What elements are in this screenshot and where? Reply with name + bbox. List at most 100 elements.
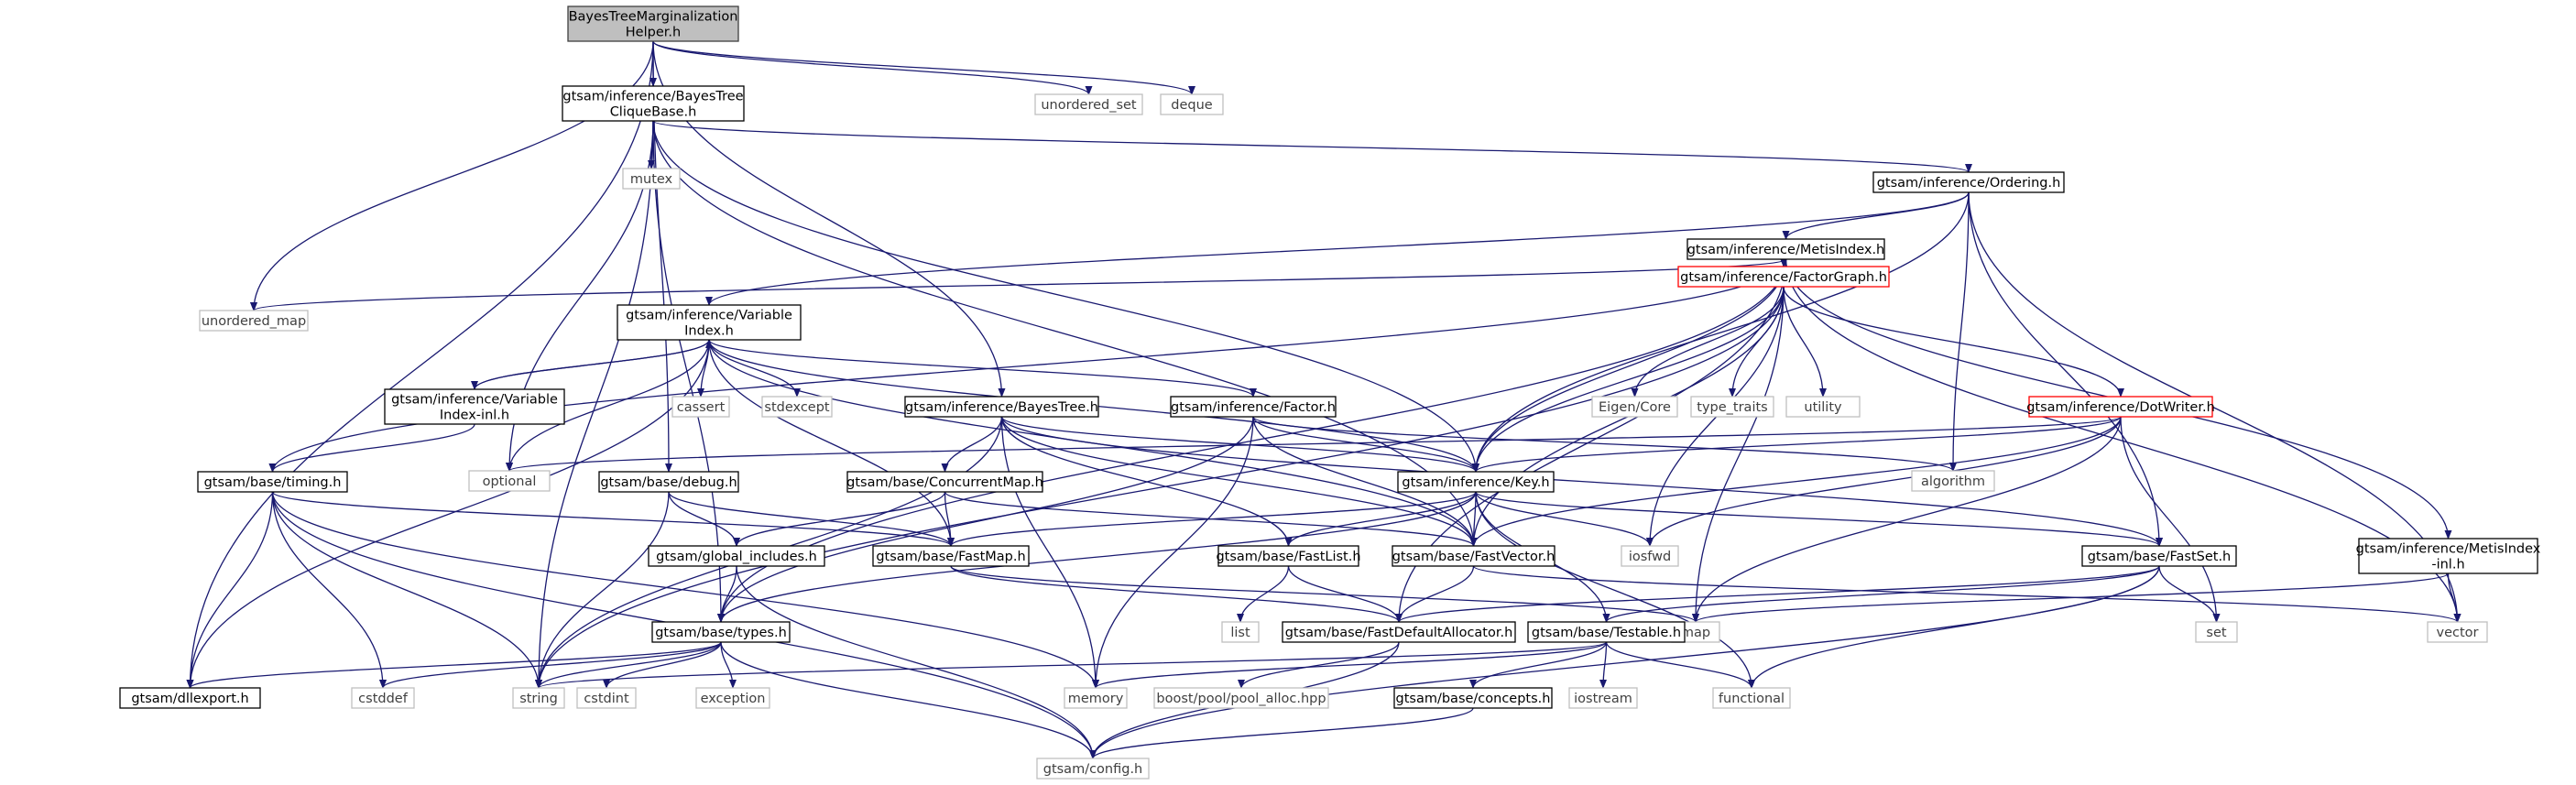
node-label: gtsam/dllexport.h [131, 692, 248, 706]
edge-metis_index-to-vector [1785, 258, 2461, 623]
node-box [1034, 93, 1143, 115]
edge-ordering-to-metis_index [1782, 191, 1970, 240]
edge-testable-to-concepts [1469, 641, 1608, 689]
edge-clique_base-to-key [652, 120, 1479, 473]
node-concurrent_map[interactable]: gtsam/base/ConcurrentMap.h [846, 471, 1043, 493]
node-debug[interactable]: gtsam/base/debug.h [598, 471, 739, 493]
node-concepts[interactable]: gtsam/base/concepts.h [1393, 687, 1553, 709]
edge-factor_graph-to-key [1472, 286, 1785, 473]
node-fast_default_allocator[interactable]: gtsam/base/FastDefaultAllocator.h [1282, 621, 1516, 643]
edge-clique_base-to-fast_vector [652, 120, 1478, 547]
edge-factor-to-types [717, 416, 1254, 623]
node-memory: memory [1064, 687, 1128, 709]
edge-root-to-dllexport [186, 40, 654, 689]
node-box [1397, 471, 1555, 493]
edge-metis_index_inl-to-vector [2447, 572, 2461, 623]
node-box [622, 168, 681, 190]
node-box [1392, 545, 1555, 567]
node-label: Eigen/Core [1599, 400, 1671, 415]
edge-key-to-fast_map [947, 491, 1477, 547]
edge-factor-to-algorithm [1252, 416, 1957, 472]
edge-types-to-exception [720, 641, 737, 689]
node-box [671, 396, 730, 418]
node-label: unordered_set [1041, 98, 1137, 113]
edge-bayes_tree-to-memory [1000, 416, 1099, 689]
node-box [576, 687, 637, 709]
node-factor_graph[interactable]: gtsam/inference/FactorGraph.h [1677, 266, 1890, 288]
node-box [197, 471, 348, 493]
edge-factor-to-key [1252, 416, 1479, 473]
edge-factor_graph-to-utility [1783, 286, 1827, 398]
node-fast_list[interactable]: gtsam/base/FastList.h [1216, 545, 1361, 567]
node-label: CliqueBase.h [610, 105, 697, 120]
edge-testable-to-functional [1605, 641, 1755, 689]
node-label: unordered_map [202, 314, 306, 329]
node-dot_writer[interactable]: gtsam/inference/DotWriter.h [2026, 396, 2215, 418]
edge-fast_vector-to-fast_default_allocator [1395, 565, 1475, 623]
node-label: gtsam/inference/BayesTree [562, 90, 743, 104]
node-ordering[interactable]: gtsam/inference/Ordering.h [1872, 171, 2065, 193]
node-label: gtsam/config.h [1043, 762, 1143, 777]
node-box [872, 545, 1030, 567]
node-box [1591, 396, 1678, 418]
edge-dot_writer-to-key [1472, 416, 2122, 473]
node-label: gtsam/base/FastSet.h [2088, 550, 2232, 564]
node-label: gtsam/inference/Ordering.h [1877, 176, 2061, 191]
node-box [1153, 687, 1329, 709]
node-label: iostream [1574, 692, 1632, 706]
node-testable[interactable]: gtsam/base/Testable.h [1527, 621, 1686, 643]
edge-fast_set-to-fast_default_allocator [1395, 565, 2160, 623]
edge-timing-to-fast_map [271, 491, 955, 547]
edge-fast_map-to-map [950, 565, 1699, 623]
node-label: gtsam/inference/MetisIndex.h [1687, 243, 1885, 257]
edge-variable_index-to-fast_map [708, 339, 955, 547]
node-types[interactable]: gtsam/base/types.h [651, 621, 791, 643]
node-metis_index[interactable]: gtsam/inference/MetisIndex.h [1686, 238, 1885, 260]
node-timing[interactable]: gtsam/base/timing.h [197, 471, 348, 493]
node-label: gtsam/inference/Factor.h [1171, 400, 1336, 415]
node-metis_index_inl[interactable]: gtsam/inference/MetisIndex-inl.h [2356, 538, 2541, 574]
node-dllexport[interactable]: gtsam/dllexport.h [119, 687, 261, 709]
node-factor[interactable]: gtsam/inference/Factor.h [1170, 396, 1337, 418]
node-global_includes[interactable]: gtsam/global_includes.h [648, 545, 825, 567]
node-label: stdexcept [764, 400, 830, 415]
node-label: gtsam/base/types.h [655, 626, 787, 640]
node-box [1170, 396, 1337, 418]
edge-timing-to-memory [271, 491, 1099, 689]
edge-types-to-cstdint [603, 641, 722, 689]
edge-testable-to-memory [1092, 641, 1608, 689]
node-box [1712, 687, 1791, 709]
node-bayes_tree[interactable]: gtsam/inference/BayesTree.h [904, 396, 1099, 418]
edge-concurrent_map-to-fast_map [944, 491, 955, 547]
node-fast_set[interactable]: gtsam/base/FastSet.h [2081, 545, 2237, 567]
node-box [2081, 545, 2237, 567]
node-fast_map[interactable]: gtsam/base/FastMap.h [872, 545, 1030, 567]
edge-variable_index-to-factor [708, 339, 1257, 398]
edge-debug-to-string [535, 491, 670, 689]
node-label: gtsam/base/Testable.h [1532, 626, 1681, 640]
node-utility: utility [1785, 396, 1861, 418]
node-label: gtsam/base/FastList.h [1216, 550, 1360, 564]
node-key[interactable]: gtsam/inference/Key.h [1397, 471, 1555, 493]
node-box [351, 687, 415, 709]
node-box [1690, 396, 1774, 418]
node-fast_vector[interactable]: gtsam/base/FastVector.h [1392, 545, 1555, 567]
node-box [567, 5, 739, 42]
node-label: Index-inl.h [440, 409, 509, 423]
node-label: type_traits [1697, 400, 1767, 415]
node-label: set [2206, 626, 2226, 640]
edge-dot_writer-to-optional [506, 416, 2122, 472]
edge-key-to-fast_list [1284, 491, 1477, 547]
node-iosfwd: iosfwd [1621, 545, 1679, 567]
node-box [1621, 545, 1679, 567]
node-stdexcept: stdexcept [761, 396, 833, 418]
node-deque: deque [1160, 93, 1224, 115]
node-box [1282, 621, 1516, 643]
edge-fast_list-to-list [1237, 565, 1290, 623]
node-label: Index.h [684, 324, 734, 339]
